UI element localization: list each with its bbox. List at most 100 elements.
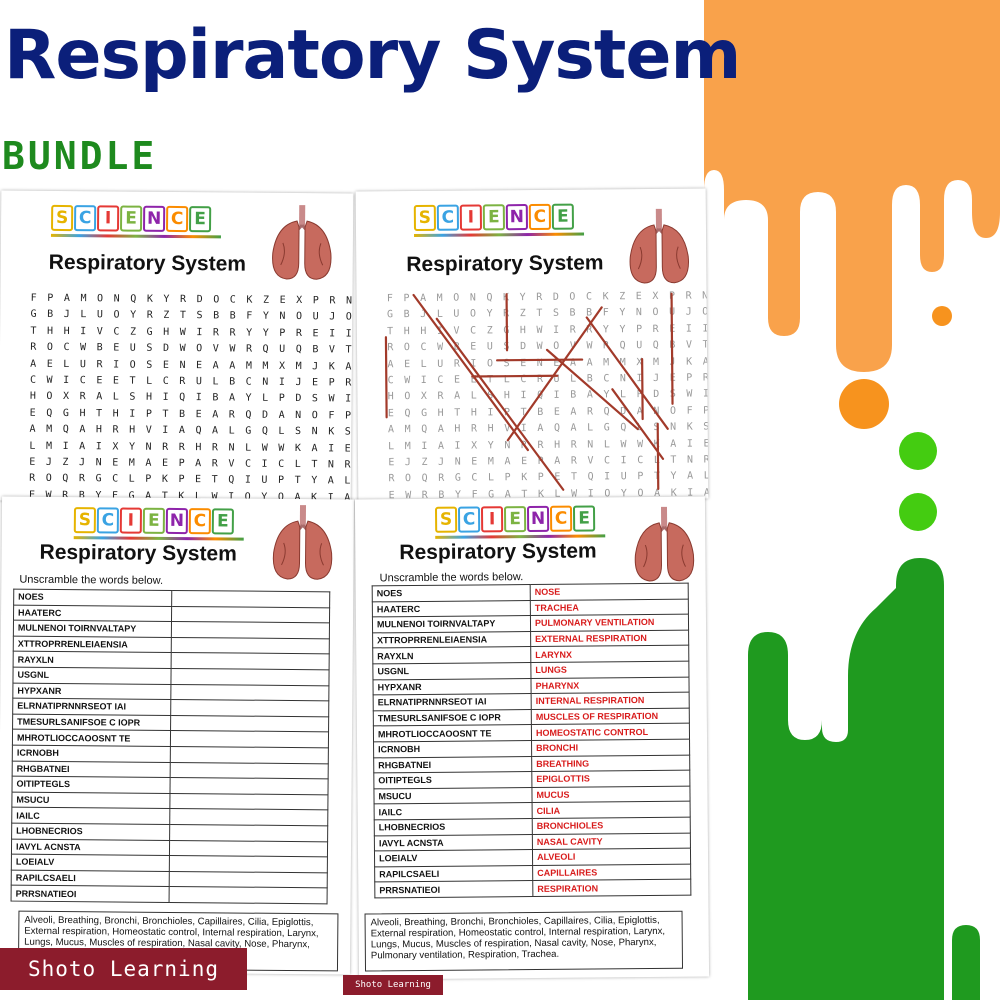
blank-answer-cell [171,652,330,670]
grid-letter: U [195,376,202,388]
grid-letter: G [62,407,69,419]
answer-word: ALVEOLI [532,848,691,866]
grid-letter: C [245,376,252,388]
grid-letter: K [294,442,301,454]
grid-letter: J [63,309,70,321]
scrambled-word: RHGBATNEI [373,756,532,774]
grid-letter: A [212,359,219,371]
grid-letter: E [113,342,120,354]
grid-letter: T [211,474,218,486]
science-logo-letter: I [97,205,120,232]
grid-letter: J [79,457,86,469]
grid-letter: R [211,441,219,453]
lungs-icon [272,505,333,580]
grid-letter: N [262,376,269,388]
grid-letter: I [62,440,69,452]
answer-word: EPIGLOTTIS [531,770,690,788]
grid-letter: W [261,442,268,454]
scrambled-word: TMESURLSANIFSOE C IOPR [373,709,532,727]
grid-letter: C [229,294,236,306]
grid-letter: A [96,391,103,403]
answer-word: MUCUS [531,785,691,803]
grid-letter: N [295,409,302,421]
grid-letter: R [245,343,253,355]
scrambled-word: MULNENOI TOIRNVALTAPY [372,615,531,633]
grid-letter: R [179,294,187,306]
scrambled-word: XTTROPRRENLEIAENSIA [372,631,531,649]
grid-letter: P [145,474,152,486]
grid-letter: E [29,456,36,468]
grid-letter: A [229,360,236,372]
grid-letter: S [146,359,153,371]
grid-letter: A [278,409,285,421]
grid-letter: I [162,392,169,404]
grid-letter: I [95,440,102,452]
grid-letter: W [278,442,285,454]
grid-letter: V [328,344,336,356]
grid-letter: P [312,295,319,307]
brand-badge-small: Shoto Learning [343,975,443,995]
grid-letter: C [244,458,252,470]
scrambled-word: OITIPTEGLS [373,771,532,789]
grid-letter: L [80,309,87,321]
grid-letter: E [279,294,286,306]
grid-letter: U [279,344,286,356]
grid-letter: B [178,408,186,420]
grid-letter: R [96,358,103,370]
grid-letter: W [46,374,53,386]
page-subtitle: BUNDLE [2,134,158,178]
grid-letter: Q [261,425,268,437]
grid-letter: H [63,325,70,337]
grid-letter: D [162,343,170,355]
grid-letter: P [278,393,285,405]
grid-letter: R [211,458,218,470]
brand-badge: Shoto Learning [0,948,247,990]
grid-letter: J [312,360,319,372]
scrambled-word: OITIPTEGLS [12,776,171,794]
lungs-icon [272,205,332,280]
grid-letter: M [128,457,135,469]
grid-letter: U [129,342,136,354]
orange-drip [704,0,1000,372]
grid-letter: G [245,425,252,437]
grid-letter: L [112,391,119,403]
grid-letter: E [29,407,36,419]
grid-letter: N [179,359,186,371]
grid-letter: M [245,360,252,372]
scrambled-word: ICRNOBH [373,740,532,758]
answer-word: PULMONARY VENTILATION [530,614,689,632]
grid-letter: Y [130,309,137,322]
grid-letter: S [129,391,136,403]
grid-letter: V [145,424,152,436]
grid-letter: O [46,391,53,403]
grid-letter: U [79,358,86,370]
word-bank: Alveoli, Breathing, Bronchi, Bronchioles… [364,910,684,972]
blank-answer-cell [169,886,328,904]
grid-letter: M [45,440,53,452]
grid-letter: A [79,440,86,452]
scrambled-word: IAVYL ACNSTA [11,838,170,856]
grid-letter: E [96,375,103,387]
grid-letter: A [212,409,219,421]
grid-letter: T [179,310,186,322]
scrambled-word: MULNENOI TOIRNVALTAPY [13,620,172,638]
grid-letter: R [178,441,185,453]
grid-letter: H [79,407,86,419]
blank-answer-cell [170,684,329,701]
scrambled-word: IAILC [11,807,170,825]
science-logo-letter: S [51,204,74,232]
answer-word: EXTERNAL RESPIRATION [530,629,689,647]
scrambled-word: HYPXANR [12,682,171,700]
logo-underline [435,534,606,539]
grid-letter: M [80,293,87,305]
grid-letter: Y [262,311,269,323]
grid-letter: L [212,376,219,388]
grid-letter: N [311,426,318,438]
grid-letter: L [29,440,36,452]
grid-letter: B [229,376,236,388]
answer-word: CILIA [532,801,691,819]
